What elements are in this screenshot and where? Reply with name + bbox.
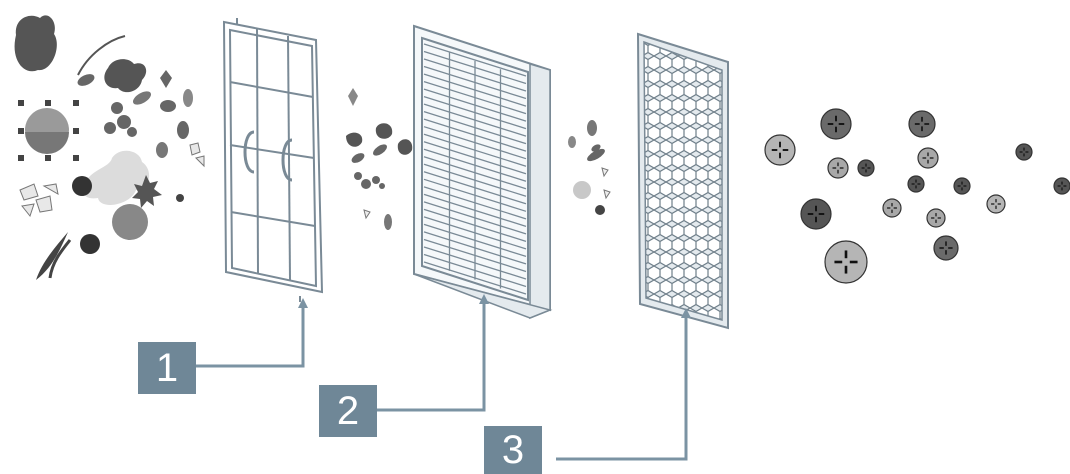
clean-air-particle-icon [800,198,832,230]
filter-label-2: 2 [319,385,377,437]
pollutant-cluster-mid [346,88,413,230]
mite-icon [346,132,363,147]
honeycomb-carbon-filter [636,32,729,330]
smoke-particle-icon [573,181,591,199]
bacteria-icon [132,175,162,208]
connector-3 [556,314,688,461]
selection-marker [18,100,24,106]
selection-marker [73,128,79,134]
clean-air-particle-icon [933,235,959,261]
molecule-icon [354,172,385,189]
pollen-grain-icon [373,144,387,156]
selection-marker [18,128,24,134]
pleated-filter [413,24,553,320]
clean-air-particle-icon [857,159,875,177]
debris-icon [603,189,611,200]
connector-2 [377,300,486,412]
clean-air-particle-icon [827,157,849,179]
clean-air-particles [764,108,1070,284]
connector-1 [196,304,305,368]
pollen-grain-icon [587,120,597,136]
carbon-particle-icon [80,234,100,254]
clean-air-particle-icon [908,110,936,138]
pollen-grain-icon [132,91,152,105]
filter-label-3: 3 [484,426,542,474]
connector-lines [196,294,691,461]
pollen-grain-icon [156,142,168,158]
selection-marker [73,155,79,161]
pollen-grain-icon [160,100,176,112]
spore-icon [348,88,358,106]
debris-icon [601,167,609,178]
clean-air-particle-icon [1053,177,1070,195]
filter-label-text: 2 [336,388,360,433]
pollen-grain-icon [568,136,576,148]
debris-icon [363,209,371,220]
mold-spore-icon [112,204,148,240]
pre-filter-frame [222,18,324,302]
pollutant-cluster-small [568,120,611,215]
clean-air-particle-icon [764,134,796,166]
dust-clump-icon [14,15,57,72]
clean-air-particle-icon [824,240,868,284]
smoke-cloud-icon [83,150,150,205]
selection-marker [45,155,51,161]
clean-air-particle-icon [917,147,939,169]
mite-icon [397,139,413,155]
debris-icon [19,142,205,218]
clean-air-particle-icon [953,177,971,195]
clean-air-particle-icon [986,194,1006,214]
spore-icon [176,194,184,202]
pollen-grain-icon [183,89,193,107]
pollen-grain-icon [351,153,365,163]
pollen-grain-icon [587,148,605,162]
leaf-fragment-icon [36,232,68,280]
pollen-grain-icon [77,74,95,86]
clean-air-particle-icon [926,208,946,228]
filter-label-text: 1 [155,345,179,390]
pollen-grain-icon [177,121,189,139]
spore-icon [160,70,172,88]
selection-marker [73,100,79,106]
selection-marker [18,155,24,161]
clean-air-particle-icon [1015,143,1033,161]
selection-marker [45,100,51,106]
clean-air-particle-icon [907,175,925,193]
mite-icon [104,59,147,93]
mite-icon [375,123,393,139]
pollen-grain-icon [384,214,392,230]
clean-air-particle-icon [820,108,852,140]
clean-air-particle-icon [882,198,902,218]
spore-icon [595,205,605,215]
pollutant-cluster-left [14,15,205,280]
molecule-icon [104,102,137,137]
filter-label-text: 3 [501,427,525,472]
hair-strand-icon [77,35,126,76]
filter-label-1: 1 [138,342,196,394]
carbon-particle-icon [72,176,92,196]
